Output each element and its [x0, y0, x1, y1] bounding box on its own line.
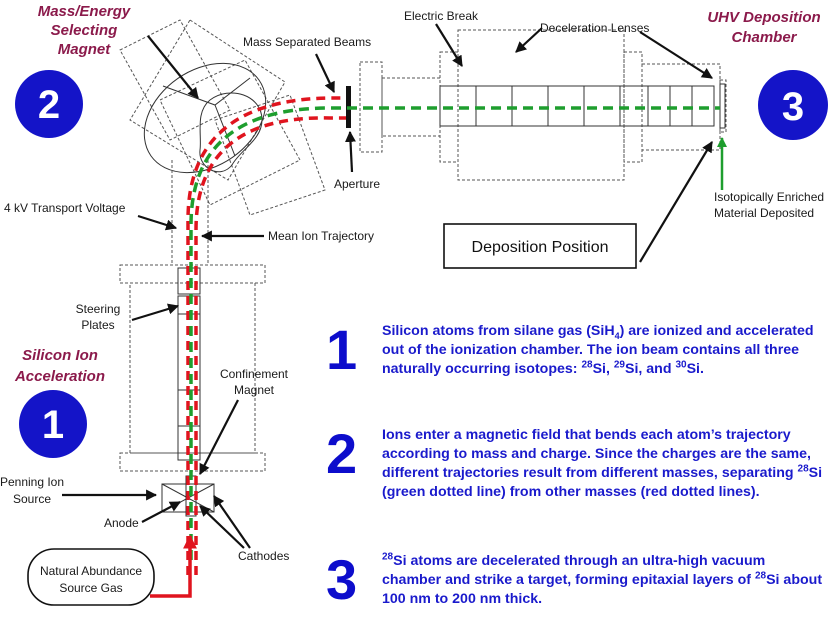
lens-2 — [475, 85, 513, 127]
label-transport-voltage: 4 kV Transport Voltage — [4, 201, 126, 215]
magnet-pole-piece — [199, 92, 263, 173]
magnet-pole-ellipse — [143, 62, 267, 174]
accel-title-line1: Silicon Ion — [22, 347, 98, 364]
label-mass-separated-beams: Mass Separated Beams — [243, 35, 371, 49]
note-1-iso2: Si, and — [625, 361, 676, 377]
source-gas-box — [27, 548, 155, 606]
note-3-text-a: Si atoms are decelerated through an ultr… — [382, 553, 766, 588]
red-beam-outer — [186, 96, 346, 575]
stage-2-circle — [15, 70, 83, 138]
lens-7 — [647, 85, 671, 127]
note-3-sup1: 28 — [382, 551, 394, 563]
green-beam — [189, 106, 720, 560]
note-1-sub: 4 — [614, 330, 620, 341]
note-1-text: Silicon atoms from silane gas (SiH4) are… — [382, 322, 828, 379]
stage-3-circle — [758, 70, 828, 140]
uhv-title-line2: Chamber — [731, 29, 797, 46]
label-anode: Anode — [104, 516, 139, 530]
note-3-text-b: Si about 100 nm to 200 nm thick. — [382, 572, 823, 607]
arrow-aperture — [345, 130, 356, 173]
note-1-text-a: Silicon atoms from silane gas (SiH — [382, 323, 615, 339]
arrow-transport-voltage — [137, 214, 178, 231]
note-1-iso1-sup: 28 — [581, 359, 593, 371]
arrow-mass-separated — [315, 53, 335, 93]
stage-1-circle — [19, 390, 87, 458]
decel-chamber — [457, 29, 625, 181]
label-gas-line2: Source Gas — [59, 581, 122, 595]
stage-2-number: 2 — [38, 83, 60, 127]
note-1-iso3: Si. — [686, 361, 704, 377]
lens-8 — [669, 85, 693, 127]
arrow-confinement — [199, 399, 239, 475]
label-penning-line2: Source — [13, 492, 51, 506]
label-mean-ion-trajectory: Mean Ion Trajectory — [268, 229, 374, 243]
label-cathodes: Cathodes — [238, 549, 289, 563]
label-steering-line1: Steering — [76, 302, 121, 316]
label-isotopic-line2: Material Deposited — [714, 206, 814, 220]
label-penning-line1: Penning Ion — [0, 475, 64, 489]
magnet-yoke-outline-2 — [159, 59, 301, 206]
label-steering-line2: Plates — [81, 318, 114, 332]
note-1-text-b: ) are ionized and accelerated out of the… — [382, 323, 814, 377]
lens-3 — [511, 85, 549, 127]
label-confinement-line2: Magnet — [234, 383, 275, 397]
arrow-decel-lenses-2 — [639, 31, 713, 79]
arrow-decel-lenses — [515, 27, 543, 53]
arrow-cathode-2 — [213, 495, 251, 549]
note-2-text-b: Si (green dotted line) from other masses… — [382, 465, 823, 500]
accel-column-3 — [177, 425, 201, 461]
red-beam-inner — [194, 116, 346, 575]
selecting-magnet — [119, 19, 326, 216]
arrow-electric-break — [435, 23, 463, 67]
deposition-position-box — [443, 223, 637, 269]
gas-feed-line — [150, 534, 197, 598]
note-3-sup2: 28 — [754, 570, 767, 582]
deposition-target — [719, 83, 726, 129]
note-2-number: 2 — [326, 422, 358, 485]
stage-1-number: 1 — [42, 403, 64, 447]
note-2-text: Ions enter a magnetic field that bends e… — [382, 426, 828, 502]
note-1-iso1: Si, — [592, 361, 614, 377]
note-1-iso2-sup: 29 — [613, 359, 625, 371]
stage-3-number: 3 — [782, 85, 804, 129]
label-deceleration-lenses: Deceleration Lenses — [540, 21, 649, 35]
magnet-title-line3: Magnet — [58, 41, 112, 58]
note-1-number: 1 — [326, 318, 358, 381]
magnet-field-lines — [162, 77, 251, 106]
arrow-magnet — [147, 35, 199, 99]
accel-title-line2: Acceleration — [14, 368, 105, 385]
lens-4 — [547, 85, 585, 127]
label-aperture: Aperture — [334, 177, 380, 191]
note-3-text: 28Si atoms are decelerated through an ul… — [382, 552, 828, 609]
beams — [150, 96, 720, 598]
arrow-anode — [141, 501, 181, 523]
note-1-iso3-sup: 30 — [675, 359, 687, 371]
lens-9 — [691, 85, 715, 127]
arrow-cathode-1 — [199, 505, 245, 549]
pointer-arrows — [62, 23, 713, 549]
label-isotopic-line1: Isotopically Enriched — [714, 190, 824, 204]
label-deposition-position: Deposition Position — [472, 239, 609, 256]
note-3-number: 3 — [326, 548, 358, 611]
label-gas-line1: Natural Abundance — [40, 564, 142, 578]
magnet-title-line1: Mass/Energy — [38, 3, 131, 20]
note-2-sup: 28 — [797, 463, 809, 475]
label-confinement-line1: Confinement — [220, 367, 289, 381]
lens-5 — [583, 85, 621, 127]
magnet-title-line2: Selecting — [51, 22, 118, 39]
magnet-yoke-outline-1 — [129, 19, 286, 181]
arrow-deposition-position — [639, 141, 713, 263]
note-2-text-a: Ions enter a magnetic field that bends e… — [382, 427, 811, 481]
uhv-title-line1: UHV Deposition — [707, 9, 820, 26]
magnet-yoke-outline-3 — [119, 19, 231, 141]
arrow-steering — [131, 303, 180, 322]
magnet-yoke-outline-4 — [214, 94, 326, 216]
label-electric-break: Electric Break — [404, 9, 479, 23]
